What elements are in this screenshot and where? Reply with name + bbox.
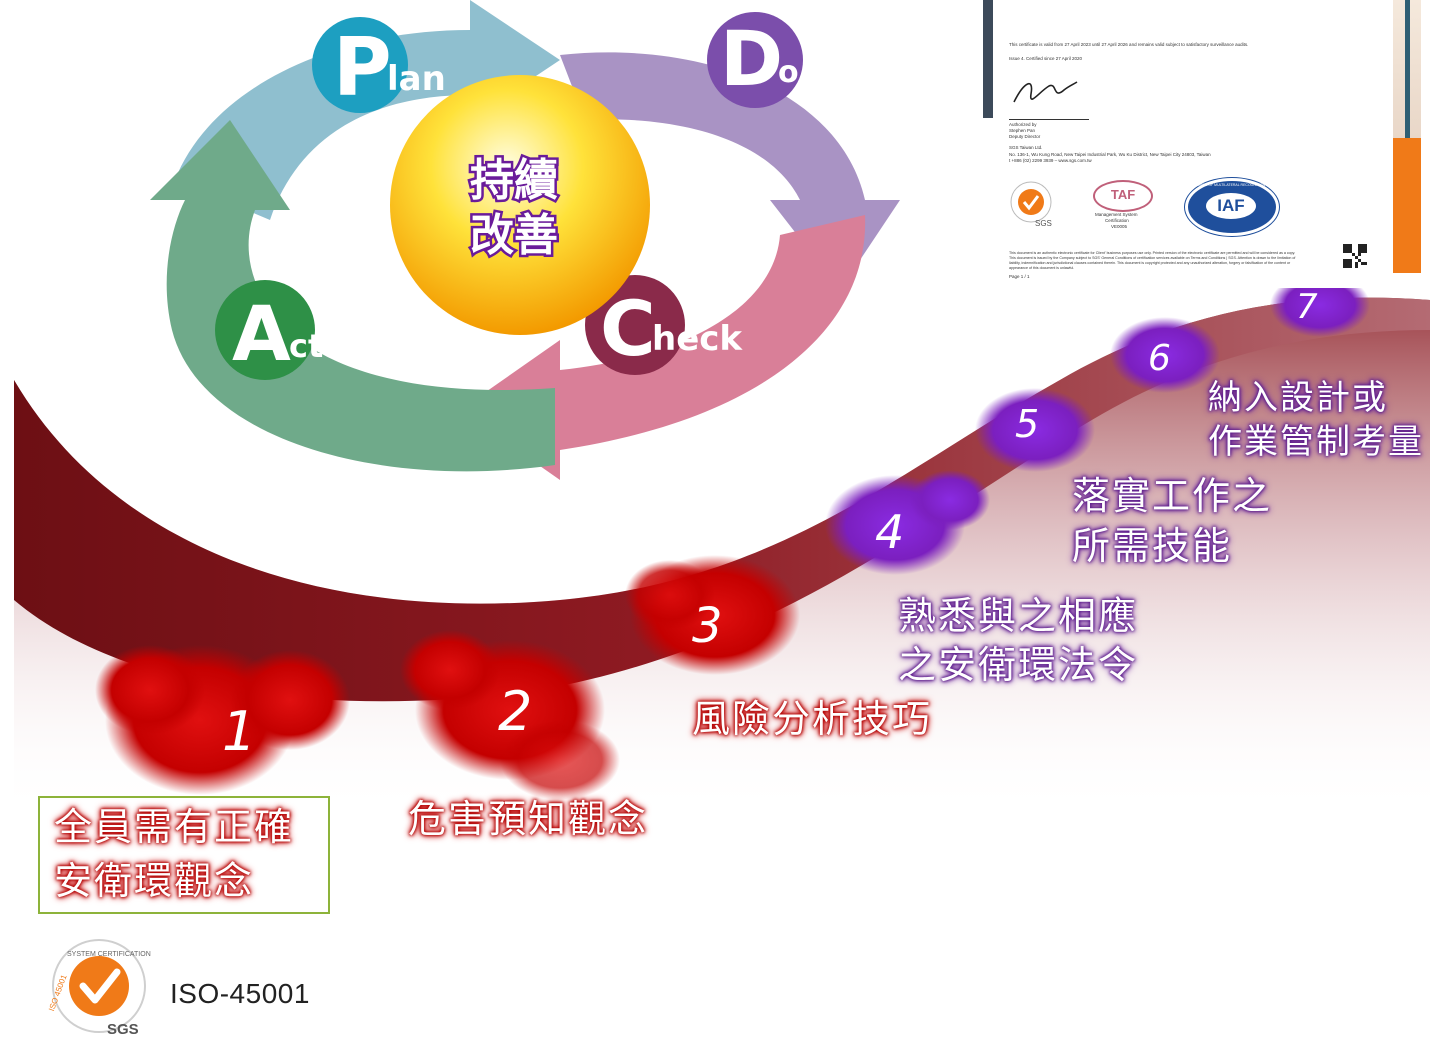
signature-line [1009,119,1089,120]
certificate-address: No. 136-1, Wu Kung Road, New Taipei Indu… [1009,152,1211,157]
step-number-5: 5 [1015,402,1039,446]
step-6-label-line1: 納入設計或 [1208,378,1388,418]
do-letter: D [720,14,783,103]
step-6-label-line2: 作業管制考量 [1208,422,1424,462]
certificate-excerpt: This certificate is valid from 27 April … [983,0,1421,288]
act-letter: A [232,289,291,378]
step-flower-5: 5 [975,388,1095,472]
certificate-company: SGS Taiwan Ltd. [1009,145,1043,150]
certificate-signer-title: Deputy Director [1009,134,1041,139]
sgs-certification-badge: SGS [1010,181,1052,228]
iaf-logo: IAF MEMBER OF MULTILATERAL RECOGNITION A… [1185,178,1279,236]
certificate-disclaimer-3: liability, indemnification and jurisdict… [1009,261,1291,265]
qr-code [1343,244,1367,268]
certificate-contact: t +886 (02) 2299 3939 – www.sgs.com.tw [1009,158,1092,163]
step-number-4: 4 [875,505,904,559]
taf-caption-3: VE0005 [1111,224,1128,229]
step-flower-6: 6 [1110,317,1220,393]
plan-rest: lan [387,59,446,99]
do-circle [707,12,803,108]
certificate-signer-name: Stephen Pan [1009,128,1036,133]
ribbon-band [14,297,1430,702]
do-rest: o [778,55,799,90]
step-number-1: 1 [222,700,256,763]
certificate-disclaimer-2: This document is issued by the Company s… [1009,256,1296,260]
step-flower-4: 4 [825,470,990,575]
step-5-label-line2: 所需技能 [1072,524,1233,568]
sgs-small-brand: SGS [1035,219,1052,228]
plan-circle [312,17,408,113]
iaf-logo-text: IAF [1206,193,1256,219]
taf-logo: TAF [1093,180,1153,212]
signature-image [1013,81,1078,103]
act-rest: ct [289,327,323,365]
certificate-disclaimer-4: appearance of this document is unlawful. [1009,266,1075,270]
step-flower-7: 7 [1270,273,1370,337]
step-1-label-line1: 全員需有正確 [54,805,295,849]
step-number-6: 6 [1148,338,1171,379]
certificate-right-blue-bar [1405,0,1410,138]
iso-45001-label: ISO-45001 [170,978,310,1009]
step-number-7: 7 [1296,287,1318,327]
step-5-label-line1: 落實工作之 [1072,474,1273,518]
step-4-label-line2: 之安衛環法令 [898,643,1139,687]
step-2-label: 危害預知觀念 [408,797,649,841]
certificate-valid-line: This certificate is valid from 27 April … [1009,42,1249,47]
center-text-line1: 持續 [470,155,558,206]
center-sphere [390,75,650,335]
act-circle [215,280,315,380]
iaf-ring-text: MEMBER OF MULTILATERAL RECOGNITION ARRAN… [1192,183,1272,187]
certificate-page-number: Page 1 / 1 [1009,274,1030,279]
center-text-line2: 改善 [470,210,558,261]
step-1-highlight-frame [38,796,330,914]
step-number-2: 2 [498,680,532,743]
step-1-label-line2: 安衛環觀念 [54,859,255,903]
iso-ring-text: SYSTEM CERTIFICATION [67,951,151,958]
certificate-disclaimer-1: This document is an authentic electronic… [1009,251,1296,255]
taf-caption-2: Certification [1105,218,1129,223]
sgs-iso-badge: SYSTEM CERTIFICATION ISO 45001 SGS [47,939,151,1038]
step-3-label: 風險分析技巧 [692,697,933,741]
check-arrow [460,215,866,480]
act-arrow [150,120,555,472]
step-flower-2: 2 [400,630,620,800]
step-4-label-line1: 熟悉與之相應 [898,594,1139,638]
certificate-authorized-by: Authorized by [1009,122,1037,127]
iso-sgs-brand: SGS [107,1021,139,1038]
check-rest: heck [652,319,743,359]
certificate-orange-bar [1393,138,1421,273]
check-circle [585,275,685,375]
step-flower-1: 1 [95,645,350,795]
plan-letter: P [333,21,392,114]
taf-caption-1: Management System [1095,212,1138,217]
step-number-3: 3 [692,598,723,654]
certificate-issue-line: Issue 4. Certified since 27 April 2020 [1009,56,1083,61]
step-flower-3: 3 [625,555,800,675]
certificate-left-bar [983,0,993,118]
